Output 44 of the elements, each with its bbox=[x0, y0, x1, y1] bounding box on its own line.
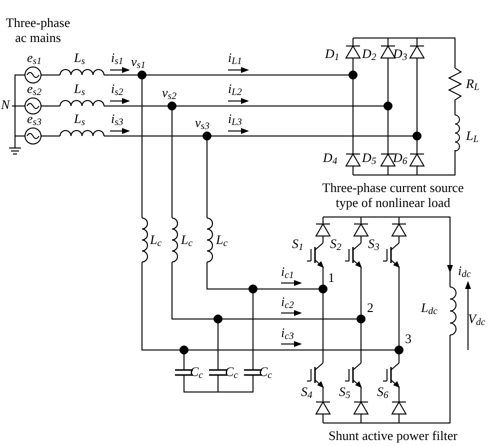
component-label: i$_{c1}$ bbox=[281, 264, 294, 279]
component-label: S$_{4}$ bbox=[301, 384, 312, 399]
component-label: L$_{s}$ bbox=[74, 50, 86, 65]
component-label: i$_{s3}$ bbox=[111, 111, 124, 126]
component-label: L$_{s}$ bbox=[74, 111, 86, 126]
component-label: L$_{dc}$ bbox=[421, 300, 438, 315]
component-label: D$_{1}$ bbox=[325, 46, 340, 61]
component-label: L$_{c}$ bbox=[181, 232, 193, 247]
component-label: i$_{L3}$ bbox=[228, 111, 242, 126]
component-label: i$_{s1}$ bbox=[111, 50, 124, 65]
component-label: i$_{L2}$ bbox=[228, 81, 242, 96]
component-label: L$_{s}$ bbox=[74, 81, 86, 96]
component-label: i$_{dc}$ bbox=[458, 263, 471, 278]
component-label: S$_{2}$ bbox=[330, 236, 342, 251]
component-label: S$_{5}$ bbox=[339, 384, 350, 399]
component-label: i$_{c2}$ bbox=[281, 294, 294, 309]
terminal-number: 1 bbox=[328, 270, 334, 285]
component-label: i$_{s2}$ bbox=[111, 81, 124, 96]
component-label: D$_{5}$ bbox=[362, 150, 376, 165]
component-label: R$_{L}$ bbox=[466, 76, 480, 91]
component-label: S$_{1}$ bbox=[292, 236, 304, 251]
circuit-caption: Shunt active power filter bbox=[328, 428, 458, 443]
component-label: e$_{s1}$ bbox=[27, 50, 42, 65]
component-label: L$_{c}$ bbox=[216, 232, 228, 247]
component-label: S$_{3}$ bbox=[368, 236, 380, 251]
component-label: v$_{s1}$ bbox=[131, 54, 146, 69]
component-label: S$_{6}$ bbox=[377, 384, 388, 399]
component-label: N bbox=[1, 97, 10, 112]
component-label: v$_{s2}$ bbox=[162, 85, 176, 100]
component-label: i$_{c3}$ bbox=[281, 325, 294, 340]
terminal-number: 3 bbox=[405, 331, 412, 346]
component-label: V$_{dc}$ bbox=[468, 311, 486, 326]
terminal-number: 2 bbox=[367, 300, 374, 315]
component-label: D$_{2}$ bbox=[362, 46, 376, 61]
circuit-caption: Three-phase ac mains bbox=[4, 15, 72, 45]
component-label: L$_{L}$ bbox=[466, 128, 479, 143]
component-label: i$_{L1}$ bbox=[228, 50, 242, 65]
component-label: L$_{c}$ bbox=[150, 232, 162, 247]
circuit-caption: Three-phase current source type of nonlinear load bbox=[321, 180, 465, 210]
component-label: e$_{s2}$ bbox=[27, 81, 42, 96]
component-label: v$_{s3}$ bbox=[195, 115, 210, 130]
component-label: D$_{4}$ bbox=[323, 150, 338, 165]
component-label: e$_{s3}$ bbox=[27, 111, 42, 126]
component-label: D$_{6}$ bbox=[393, 150, 408, 165]
